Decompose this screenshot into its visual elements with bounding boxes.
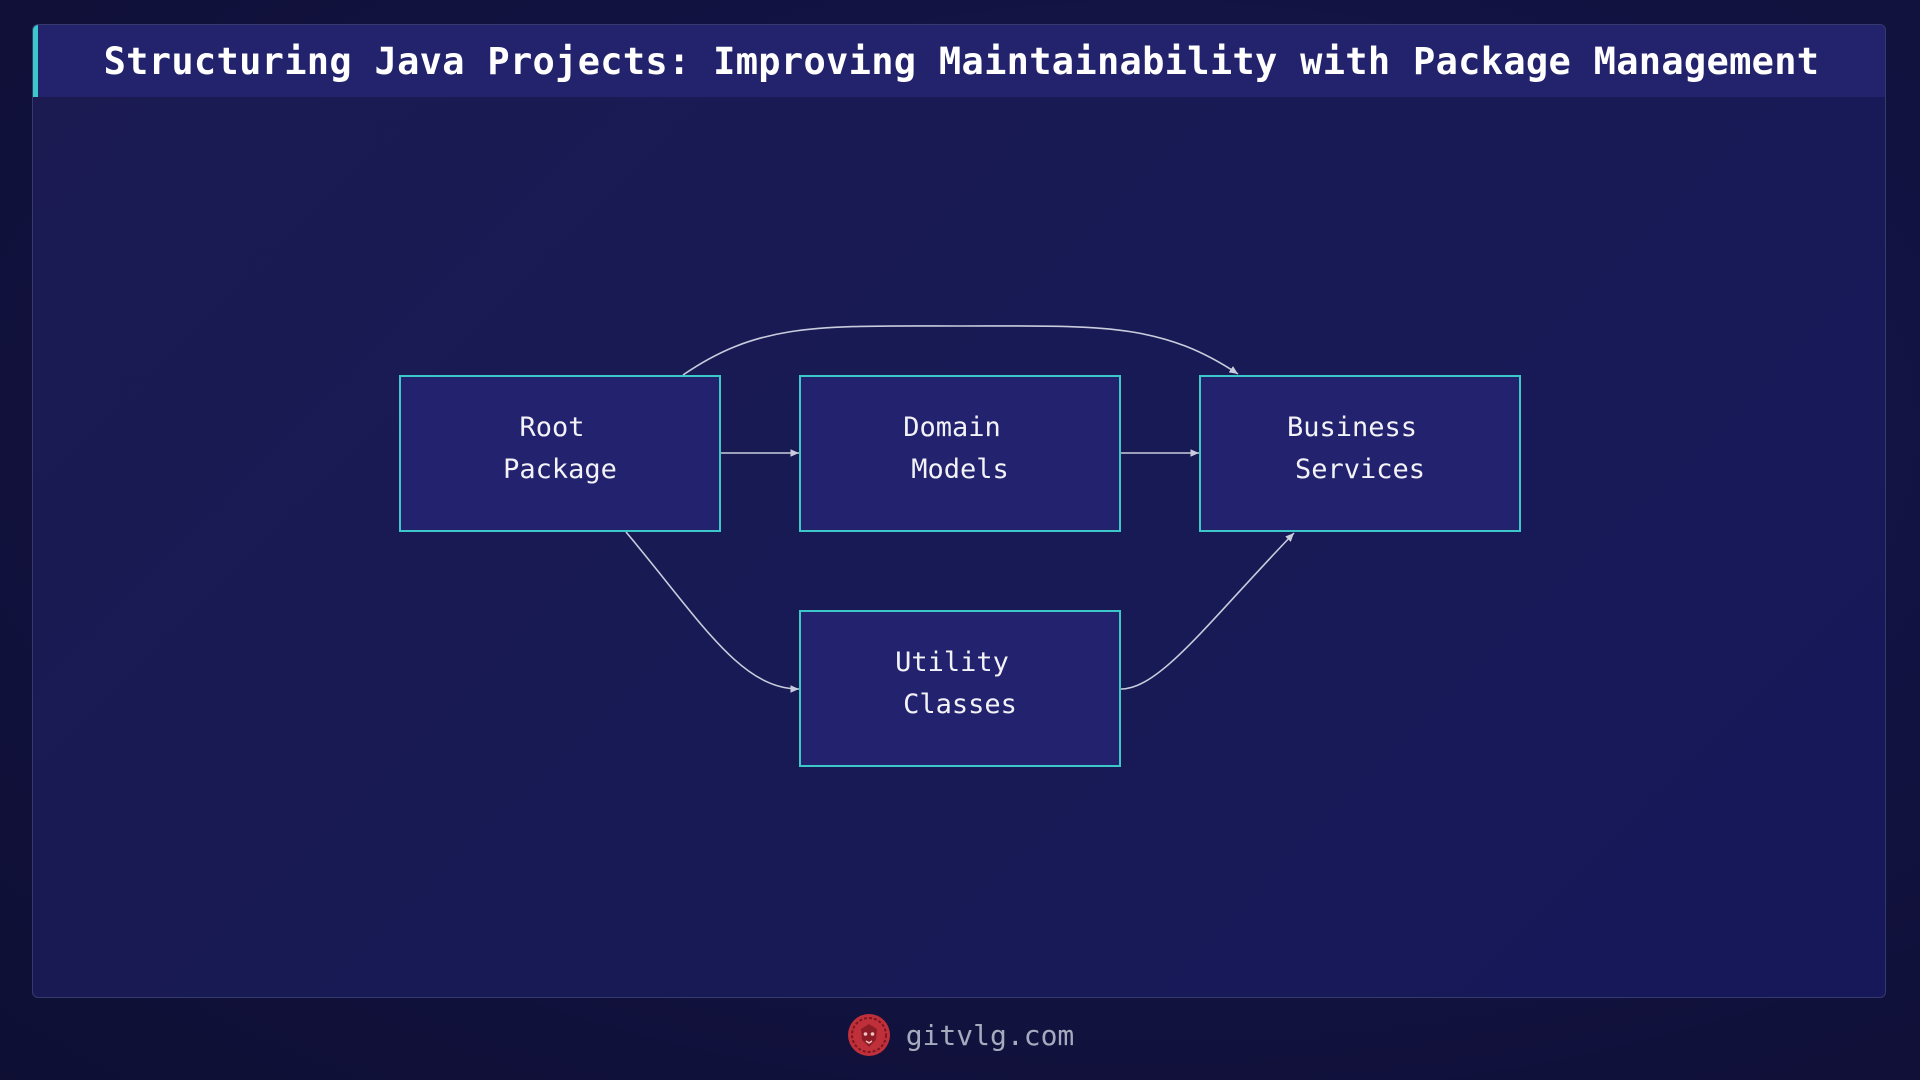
- node-business-services: Business Services: [1199, 375, 1521, 532]
- lion-head-logo-icon: [847, 1014, 890, 1056]
- title-bar: Structuring Java Projects: Improving Mai…: [33, 25, 1885, 97]
- node-domain-models-line2: Models: [911, 454, 1009, 485]
- node-domain-models: Domain Models: [799, 375, 1121, 532]
- node-root-package-line1: Root: [519, 412, 584, 443]
- footer-site-link[interactable]: gitvlg.com: [905, 1018, 1075, 1052]
- node-domain-models-line1: Domain: [903, 412, 1001, 443]
- node-utility-classes-line2: Classes: [903, 689, 1017, 720]
- node-business-services-line2: Services: [1295, 454, 1425, 485]
- diagram-panel: Structuring Java Projects: Improving Mai…: [32, 24, 1886, 998]
- node-utility-classes: Utility Classes: [799, 610, 1121, 767]
- footer: gitvlg.com: [0, 1010, 1920, 1060]
- node-root-package-line2: Package: [503, 454, 617, 485]
- node-utility-classes-line1: Utility: [895, 647, 1009, 678]
- edge-root-to-business: [682, 325, 1239, 376]
- node-root-package: Root Package: [399, 375, 721, 532]
- edge-root-to-utility: [625, 531, 800, 693]
- page-title: Structuring Java Projects: Improving Mai…: [103, 39, 1820, 83]
- edge-utility-to-business: [1120, 532, 1295, 690]
- node-business-services-line1: Business: [1287, 412, 1417, 443]
